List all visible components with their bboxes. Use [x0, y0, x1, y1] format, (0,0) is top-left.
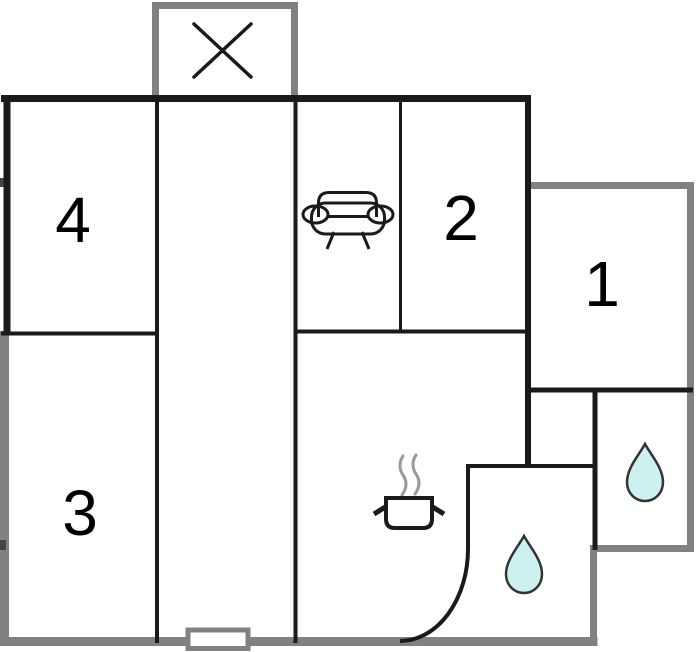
water-drop-icon — [504, 533, 544, 595]
steam-lines-icon — [398, 453, 421, 497]
room-3-label: 3 — [62, 477, 98, 549]
sofa-icon — [301, 191, 395, 250]
steam-line — [411, 453, 421, 496]
entrance-door — [185, 627, 251, 651]
room-2-label: 2 — [443, 182, 479, 254]
wall-junction-stub — [0, 178, 6, 187]
sofa-armrest — [366, 204, 395, 225]
outer-walls-gray — [0, 178, 694, 646]
wall-junction-stub — [0, 540, 6, 550]
steam-line — [398, 454, 408, 497]
sofa-seat — [310, 201, 386, 236]
annex-room — [152, 2, 298, 102]
unit-walls-black — [1, 95, 693, 643]
door-swing-arc — [399, 548, 470, 643]
crossed-area-icon — [192, 22, 253, 79]
water-drop-icon — [625, 441, 665, 503]
sofa-armrest — [301, 204, 330, 225]
pot-body — [384, 496, 434, 530]
cross-line — [192, 22, 253, 79]
room-1-label: 1 — [584, 248, 620, 320]
cooking-pot-icon — [372, 453, 446, 530]
sofa-back — [317, 191, 378, 217]
room-4-label: 4 — [55, 184, 91, 256]
